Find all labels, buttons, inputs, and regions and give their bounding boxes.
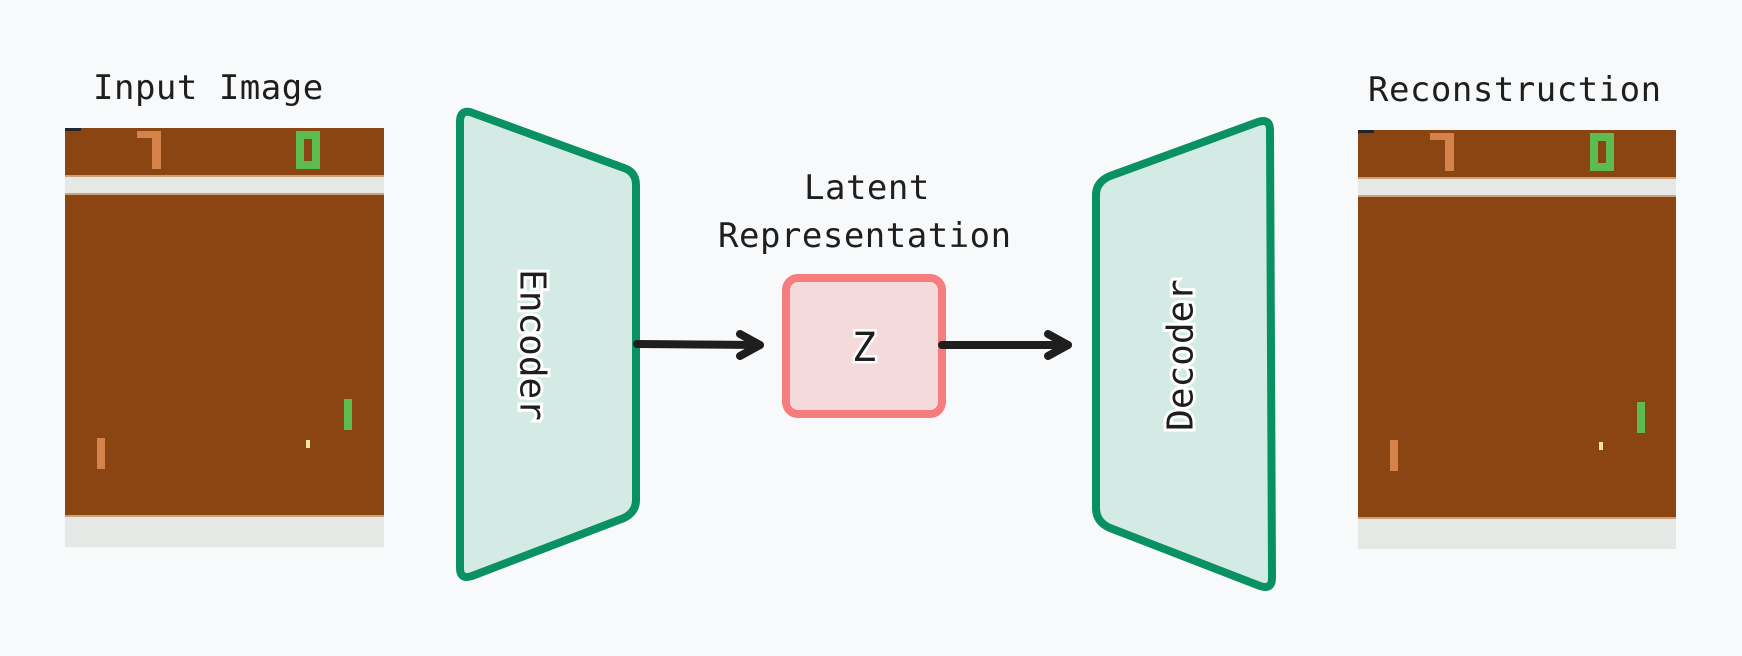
corner-mark [1358, 130, 1374, 133]
reconstruction-image [1358, 130, 1676, 549]
left-paddle [1390, 440, 1398, 471]
input-image [65, 128, 384, 547]
bottom-wall [65, 515, 384, 547]
latent-title-line2: Representation [718, 216, 1012, 256]
right-paddle [344, 399, 352, 430]
decoder-block [1092, 117, 1276, 591]
left-paddle [97, 438, 105, 469]
score-left-digit [137, 131, 161, 138]
score-right-digit-hole [1598, 141, 1606, 163]
bottom-wall [1358, 517, 1676, 549]
ball [306, 440, 310, 448]
decoder-label: Decoder [1161, 279, 1202, 431]
top-wall [1358, 177, 1676, 197]
corner-mark [65, 128, 81, 131]
encoder-block [456, 107, 640, 581]
game-field [65, 128, 384, 547]
right-paddle [1637, 402, 1645, 433]
input-image-label: Input Image [93, 68, 324, 108]
top-wall [65, 175, 384, 195]
arrow-encoder-to-latent [633, 330, 764, 360]
encoder-label: Encoder [512, 269, 553, 421]
score-left-digit-stem [152, 131, 161, 169]
score-right-digit-hole [304, 139, 312, 161]
ball [1599, 442, 1603, 450]
arrow-latent-to-decoder [938, 330, 1072, 360]
game-field [1358, 130, 1676, 549]
latent-z-symbol: Z [852, 325, 876, 371]
score-left-digit [1430, 133, 1454, 140]
latent-title-line1: Latent [804, 168, 930, 208]
reconstruction-label: Reconstruction [1368, 70, 1662, 110]
score-left-digit-stem [1445, 133, 1454, 171]
